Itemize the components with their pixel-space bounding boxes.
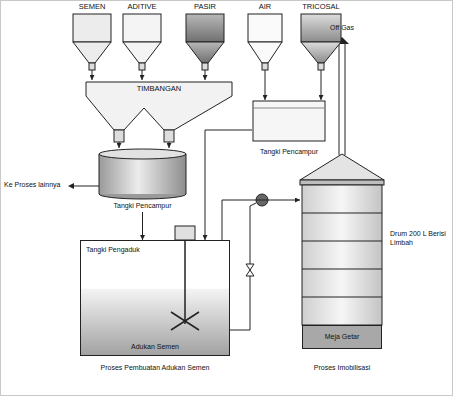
flow-line xyxy=(265,70,266,100)
hopper-outline xyxy=(72,2,112,70)
hopper-outlet xyxy=(139,63,145,70)
label-holder: Proses Imobilisasi xyxy=(290,364,394,372)
label-holder: Off Gas xyxy=(312,24,372,32)
waste-drum-outline xyxy=(300,152,450,325)
hopper: AIR xyxy=(247,2,283,70)
flow-line xyxy=(92,70,93,80)
hopper-cone xyxy=(123,42,161,63)
drum-hood xyxy=(300,154,384,180)
node-text: ADITIVE xyxy=(127,3,156,12)
flow-line xyxy=(142,212,143,240)
hopper-outlet xyxy=(318,63,324,70)
cylinder-side xyxy=(99,154,100,194)
mixer-motor xyxy=(175,226,195,240)
hopper-outline xyxy=(300,2,342,70)
process-caption: Proses Imobilisasi xyxy=(314,364,370,372)
node-text: Adukan Semen xyxy=(131,343,179,351)
cylinder-side xyxy=(186,154,187,194)
drum-band xyxy=(302,213,382,214)
hopper-outlet xyxy=(202,63,208,70)
hopper-cone xyxy=(301,42,341,63)
recirculation-pipe xyxy=(230,203,256,330)
weigh-hopper xyxy=(86,82,232,130)
stirring-tank: Tangki PengadukAdukan Semen xyxy=(80,240,230,356)
outlet-arrow xyxy=(68,183,74,189)
hopper-outline xyxy=(247,2,283,70)
weigh-hopper: TIMBANGAN xyxy=(84,80,234,142)
hopper-bin xyxy=(73,14,111,42)
hopper-bin xyxy=(186,14,224,42)
node-text: Drum 200 L Berisi Limbah xyxy=(390,230,446,246)
hopper-cone xyxy=(186,42,224,63)
node-text: Tangki Pencampur xyxy=(260,148,318,156)
weigh-outlet xyxy=(114,130,124,142)
stirring-tank-outline xyxy=(80,240,230,356)
drum-stack xyxy=(302,185,382,325)
tank-lid xyxy=(253,108,325,109)
off-gas-pipe xyxy=(345,44,346,155)
agitator-blade xyxy=(171,312,199,330)
agitator-blade xyxy=(171,312,199,330)
hopper-outline xyxy=(122,2,162,70)
flow-line xyxy=(119,142,120,148)
cylinder-body xyxy=(99,154,186,194)
agitator-shaft xyxy=(184,240,186,324)
hopper: ADITIVE xyxy=(122,2,162,70)
hopper-bin xyxy=(123,14,161,42)
hopper-outlet xyxy=(89,63,95,70)
drum-band xyxy=(302,241,382,242)
label-holder: Proses Pembuatan Adukan Semen xyxy=(55,364,255,372)
node-text: TIMBANGAN xyxy=(137,85,182,94)
outlet-pipe xyxy=(73,186,99,187)
flow-line xyxy=(222,200,300,240)
hopper-outline xyxy=(185,2,225,70)
drum-band xyxy=(302,269,382,270)
node-text: TRICOSAL xyxy=(302,3,340,12)
hopper-bin xyxy=(248,14,282,42)
flow-line xyxy=(321,70,322,100)
cylinder-top xyxy=(99,149,186,159)
hopper-cone xyxy=(73,42,111,63)
flow-line xyxy=(205,70,206,80)
drum-plate xyxy=(300,180,384,185)
vibrating-table xyxy=(303,326,382,349)
stream-label: Ke Proses lainnya xyxy=(4,181,60,189)
node-text: SEMEN xyxy=(79,3,106,12)
flow-line xyxy=(205,130,252,240)
weigh-outlet xyxy=(164,130,174,142)
node-text: Meja Getar xyxy=(325,333,360,341)
cement-slurry xyxy=(81,289,229,355)
stream-label: Off Gas xyxy=(330,24,354,32)
vibrating-table: Meja Getar xyxy=(302,325,382,349)
cylinder-bottom xyxy=(99,194,186,199)
hopper-cone xyxy=(248,42,282,63)
label-holder: Ke Proses lainnya xyxy=(4,181,66,189)
process-caption: Proses Pembuatan Adukan Semen xyxy=(101,364,210,372)
flow-line xyxy=(142,70,143,80)
mixing-tank-outline xyxy=(252,100,326,156)
tank-body xyxy=(253,101,325,141)
mixer-tank xyxy=(81,241,230,356)
node-text: AIR xyxy=(259,3,272,12)
mixing-tank: Tangki Pencampur xyxy=(252,100,326,156)
hopper: TRICOSAL xyxy=(300,2,342,70)
hopper: PASIR xyxy=(185,2,225,70)
hopper-outlet xyxy=(262,63,268,70)
off-gas-pipe xyxy=(339,44,340,155)
mixing-tank: Tangki Pencampur xyxy=(95,148,190,212)
node-text: Tangki Pencampur xyxy=(114,202,172,210)
hopper: SEMEN xyxy=(72,2,112,70)
valve-symbol xyxy=(246,270,254,276)
waste-drum: Drum 200 L Berisi Limbah xyxy=(300,152,450,325)
drum-band xyxy=(302,297,382,298)
node-text: PASIR xyxy=(194,3,216,12)
flow-line xyxy=(169,142,170,148)
node-text: Tangki Pengaduk xyxy=(86,246,140,254)
